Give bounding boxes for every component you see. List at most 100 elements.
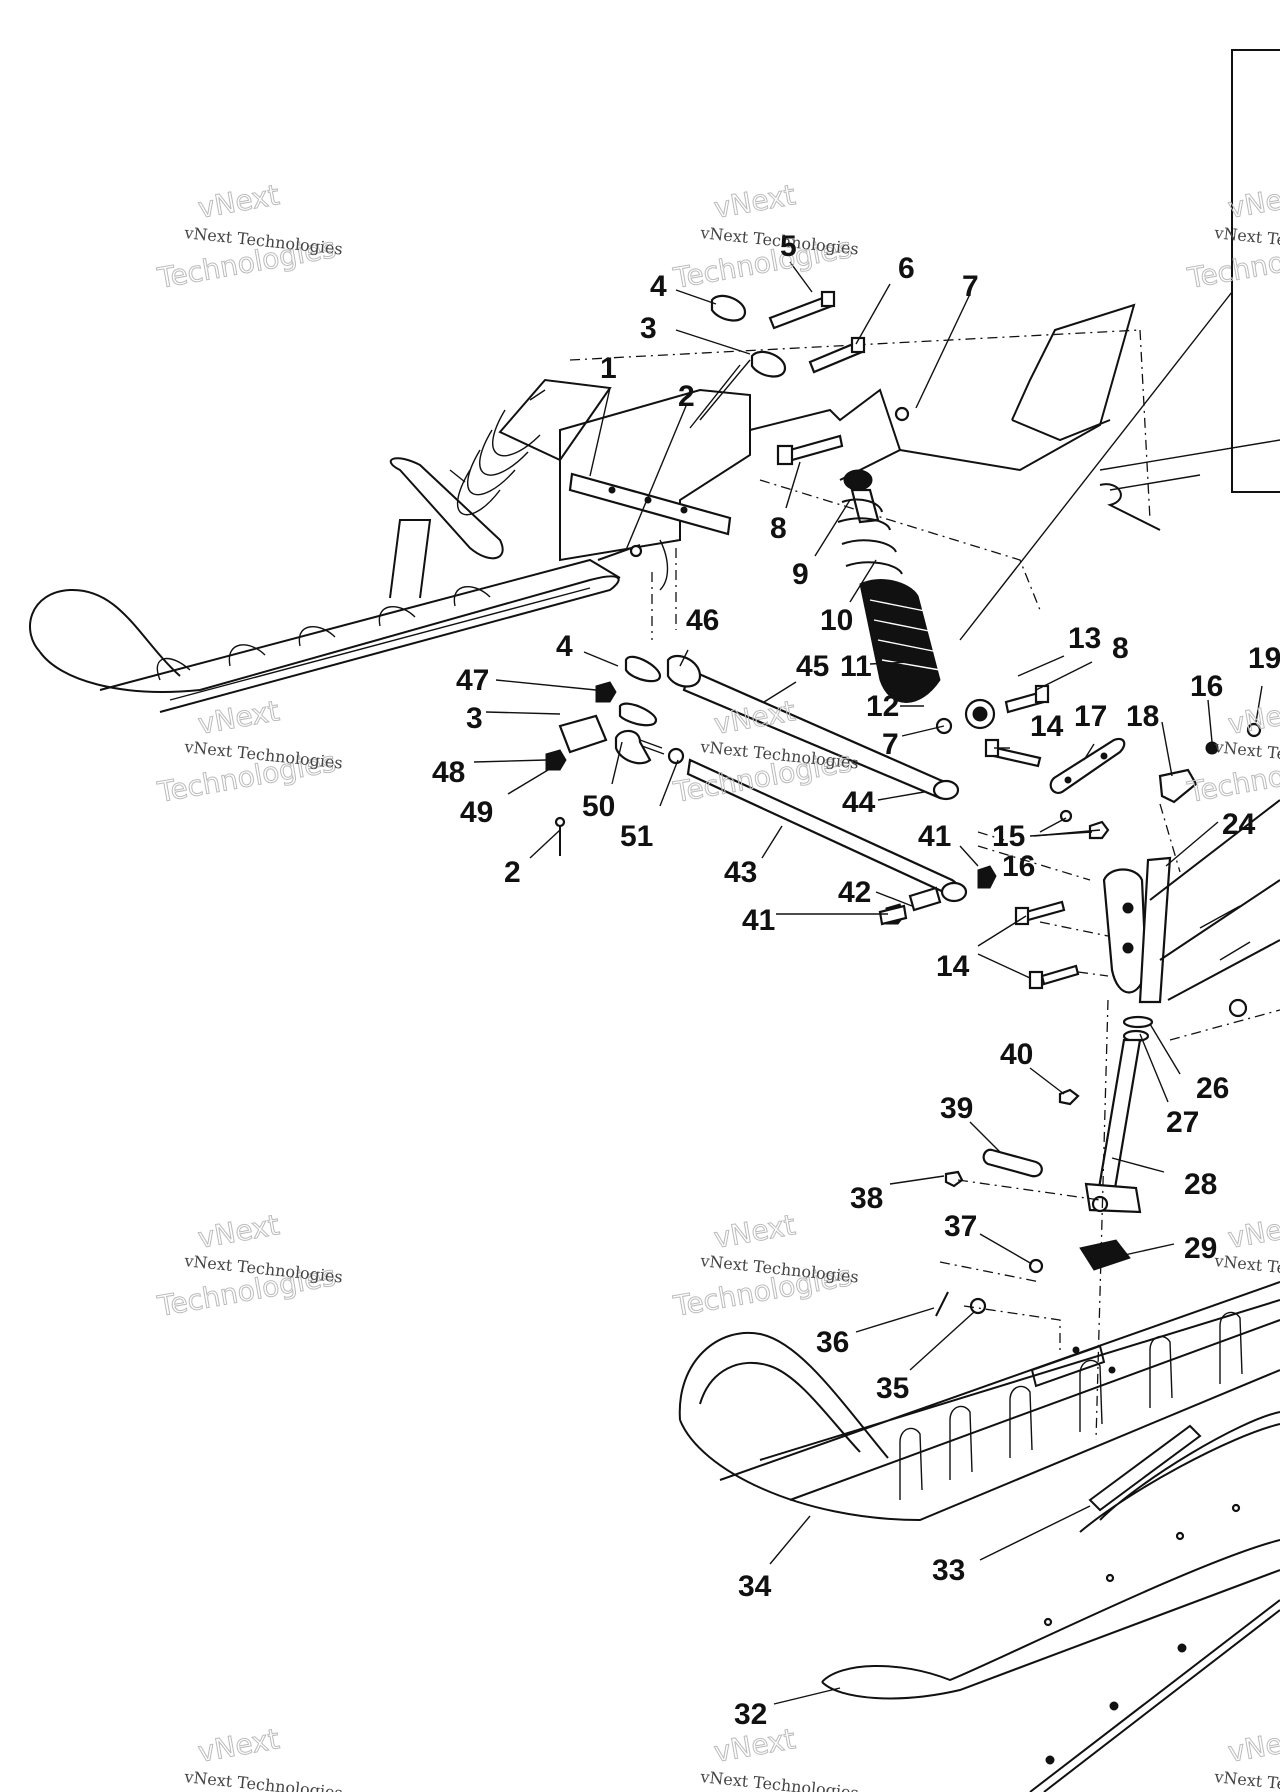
callout-3: 3 — [466, 702, 483, 735]
watermark-outline: vNext — [195, 1722, 281, 1769]
part-19-fastener — [1246, 722, 1262, 738]
part-41-nut-a — [977, 865, 997, 889]
callout-4: 4 — [650, 270, 667, 303]
part-24-spindle-support — [1102, 799, 1280, 1041]
watermark-outline: vNext — [1225, 1208, 1280, 1255]
watermark-text: vNext Technologies — [1213, 1767, 1280, 1792]
callout-28: 28 — [1184, 1168, 1217, 1201]
callout-49: 49 — [460, 796, 493, 829]
part-29-damper — [1079, 1239, 1131, 1271]
callout-37: 37 — [944, 1210, 977, 1243]
leader-lines — [473, 261, 1263, 1705]
callout-45: 45 — [796, 650, 829, 683]
callout-4: 4 — [556, 630, 573, 663]
part-38-washer — [944, 1170, 964, 1188]
part-17-bracket — [1049, 737, 1126, 794]
callout-50: 50 — [582, 790, 615, 823]
watermark-text: vNext Technologies — [1213, 1251, 1280, 1287]
callout-1: 1 — [600, 352, 617, 385]
callout-33: 33 — [932, 1554, 965, 1587]
callout-18: 18 — [1126, 700, 1159, 733]
watermark-text: vNext Technologies — [183, 1767, 344, 1792]
callout-8: 8 — [1112, 632, 1129, 665]
callout-44: 44 — [842, 786, 876, 819]
callout-48: 48 — [432, 756, 465, 789]
callout-14: 14 — [1030, 710, 1064, 743]
part-8-bolt-lower — [1004, 684, 1050, 714]
watermark-outline: vNext — [1225, 178, 1280, 225]
callout-41: 41 — [918, 820, 951, 853]
callout-14: 14 — [936, 950, 970, 983]
part-14-bolt-c — [1028, 964, 1080, 990]
callout-46: 46 — [686, 604, 719, 637]
part-40-nut — [1058, 1088, 1080, 1106]
callout-16: 16 — [1190, 670, 1223, 703]
callout-32: 32 — [734, 1698, 767, 1731]
callout-51: 51 — [620, 820, 653, 853]
callout-42: 42 — [838, 876, 871, 909]
inset-frame — [1231, 49, 1280, 493]
callout-8: 8 — [770, 512, 787, 545]
callout-39: 39 — [940, 1092, 973, 1125]
watermark-outline: vNext — [195, 1208, 281, 1255]
callout-13: 13 — [1068, 622, 1101, 655]
part-33-wear-plate — [1079, 1411, 1280, 1533]
callout-2: 2 — [678, 380, 695, 413]
callout-2: 2 — [504, 856, 521, 889]
callout-5: 5 — [780, 230, 797, 263]
callout-labels: 5 4 6 7 3 1 2 8 9 10 46 4 45 11 13 8 19 … — [432, 230, 1280, 1731]
part-14-bolt-a — [984, 738, 1042, 768]
callout-3: 3 — [640, 312, 657, 345]
callout-7: 7 — [882, 728, 899, 761]
part-45-radius-rod — [666, 654, 960, 801]
part-35-nut — [969, 1297, 987, 1315]
part-42-rod-end — [908, 886, 942, 912]
watermark-group: vNext Technologies vNext Technologies vN… — [154, 178, 1280, 1792]
callout-24: 24 — [1222, 808, 1256, 841]
part-28-spindle — [1084, 1015, 1154, 1214]
part-34-ski — [678, 1281, 1280, 1522]
callout-12: 12 — [866, 690, 899, 723]
part-2-cotter — [629, 544, 643, 558]
watermark-outline: vNext — [1225, 1722, 1280, 1769]
callout-15: 15 — [992, 820, 1025, 853]
callout-34: 34 — [738, 1570, 772, 1603]
callout-11: 11 — [840, 650, 872, 683]
inset-leader-line — [959, 291, 1233, 641]
part-39-bushing — [982, 1148, 1043, 1178]
callout-36: 36 — [816, 1326, 849, 1359]
callout-6: 6 — [898, 252, 915, 285]
callout-9: 9 — [792, 558, 809, 591]
part-37-nut — [1028, 1258, 1044, 1274]
callout-26: 26 — [1196, 1072, 1229, 1105]
rear-ski-assembly — [29, 378, 621, 713]
callout-38: 38 — [850, 1182, 883, 1215]
watermark-outline: vNext — [195, 178, 281, 225]
part-1-plate — [568, 472, 732, 536]
callout-29: 29 — [1184, 1232, 1217, 1265]
part-32-runner — [821, 1503, 1280, 1792]
part-8-bolt-upper — [776, 434, 844, 466]
callout-19: 19 — [1248, 642, 1280, 675]
upper-link-parts — [689, 290, 866, 429]
callout-41: 41 — [742, 904, 775, 937]
part-42-sleeve — [878, 904, 908, 926]
shock-absorber — [837, 469, 996, 730]
part-14-bolt-b — [1014, 900, 1066, 926]
watermark-outline: vNext — [711, 1208, 797, 1255]
part-18-clip — [1158, 768, 1198, 804]
part-15-washer — [1059, 809, 1073, 823]
callout-7: 7 — [962, 270, 979, 303]
watermark-outline: vNext — [711, 178, 797, 225]
part-36-cotter-pin — [935, 1291, 949, 1317]
watermark-text: vNext Technologies — [699, 1767, 860, 1792]
part-7-nut-upper — [894, 406, 910, 422]
left-hardware-cluster — [545, 655, 685, 856]
callout-35: 35 — [876, 1372, 909, 1405]
watermark-outline: vNext — [195, 694, 281, 741]
callout-43: 43 — [724, 856, 757, 889]
callout-10: 10 — [820, 604, 853, 637]
callout-16: 16 — [1002, 850, 1035, 883]
callout-47: 47 — [456, 664, 489, 697]
